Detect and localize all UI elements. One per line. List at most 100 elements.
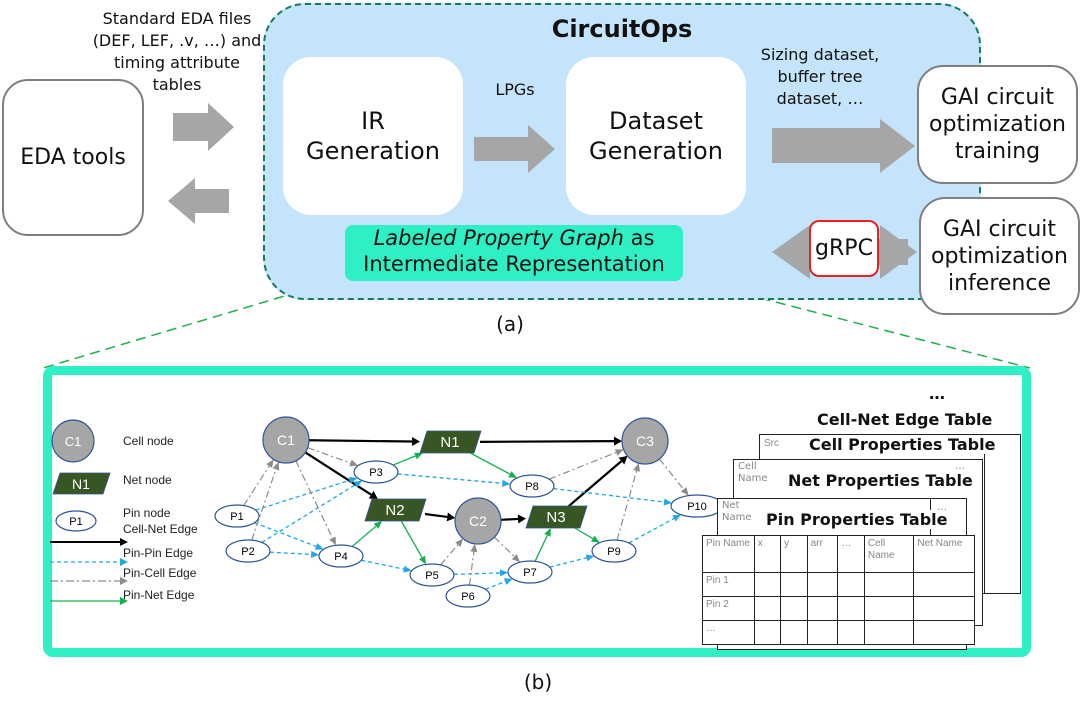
net-node-n2 (364, 498, 427, 522)
arrowhead-icon (414, 452, 423, 460)
gai-training-box: GAI circuit optimization training (917, 65, 1078, 184)
arrowhead-icon (266, 459, 274, 468)
legend-cell-node-label: Cell node (123, 434, 174, 448)
table-cell (753, 572, 782, 597)
cell-node-label: C1 (277, 432, 295, 448)
cell-node-c1 (262, 416, 310, 464)
edge-cell-net-c2-n3 (500, 517, 519, 521)
training-line: training (954, 139, 1041, 164)
legend-pin-node-label: Pin node (123, 506, 171, 520)
pin-node-p4 (318, 544, 364, 568)
lpg-text-line2: Intermediate Representation (363, 252, 665, 276)
cell-node-c2 (454, 497, 502, 545)
arrowhead-icon (373, 521, 383, 529)
arrowhead-icon (618, 455, 628, 465)
table-cell: Pin 1 (702, 572, 755, 597)
input-label-line: tables (152, 75, 202, 94)
table-cell (837, 596, 865, 621)
training-line: GAI circuit (940, 85, 1055, 110)
arrowhead-icon (672, 514, 682, 522)
pin-properties-table: Pin Name x y arr … Cell Name Net Name Pi… (702, 535, 975, 645)
output-label-line: Sizing dataset, (760, 45, 880, 64)
pin-node-p3 (353, 460, 399, 484)
table-cell (913, 620, 975, 645)
arrowhead-icon (499, 569, 509, 577)
table-header-cell: y (780, 535, 808, 573)
table-cell (913, 572, 975, 597)
table-cell (863, 620, 915, 645)
edge-pin-cell-c1-p3 (307, 447, 351, 464)
caption-b: (b) (523, 670, 553, 694)
arrowhead-icon (680, 487, 689, 496)
table-cell (837, 572, 865, 597)
pin-node-label: P4 (334, 551, 347, 563)
legend-cell-symbol: C1 (65, 434, 82, 449)
eda-arrows (168, 103, 234, 224)
edge-pin-pin-p5-p7 (453, 572, 501, 575)
table-cell (806, 596, 839, 621)
lpg-text: as (623, 226, 655, 250)
table-header-cell: Pin Name (702, 535, 755, 573)
eda-tools-box: EDA tools (2, 79, 144, 236)
training-line: optimization (929, 112, 1066, 137)
table-cell: Pin 2 (702, 596, 755, 621)
table-cell (863, 572, 915, 597)
edge-pin-pin-p7-p9 (549, 557, 587, 568)
legend-symbols: C1 N1 P1 (50, 419, 128, 605)
net-node-label: N2 (385, 502, 404, 519)
legend-net-node-label: Net node (123, 473, 172, 487)
table-cell (780, 596, 808, 621)
ir-label-line: Generation (306, 137, 440, 165)
input-label-line: Standard EDA files (102, 9, 252, 28)
pin-node-p5 (409, 563, 455, 587)
cell-node-label: C2 (469, 513, 487, 529)
cell-properties-table-title: Cell Properties Table (806, 435, 999, 454)
edge-cell-net-c1-n2 (304, 451, 372, 496)
table-divider (984, 434, 985, 594)
arrowhead-icon (502, 479, 511, 487)
arrowhead-icon (353, 480, 363, 488)
edge-pin-cell-p8-c3 (548, 451, 617, 480)
arrowhead-icon (633, 463, 640, 472)
table-cell (913, 596, 975, 621)
edge-cell-net-n1-c3 (479, 440, 615, 443)
net-node-n3 (525, 505, 588, 529)
circuitops-title: CircuitOps (551, 15, 693, 43)
gai-inference-box: GAI circuit optimization inference (919, 197, 1080, 315)
arrowhead-icon (613, 436, 623, 446)
table-row: Pin 1 (702, 572, 975, 597)
table-cell (837, 620, 865, 645)
table-cell (806, 620, 839, 645)
arrowhead-icon (120, 597, 128, 605)
pin-properties-table-title: Pin Properties Table (763, 510, 951, 529)
pin-node-p1 (214, 504, 260, 528)
table-cell (753, 596, 782, 621)
net-node-label: N1 (440, 434, 459, 451)
arrowhead-icon (120, 538, 128, 546)
arrowhead-icon (455, 538, 464, 547)
arrow-left-icon (772, 225, 810, 279)
edge-pin-net-p7-n3 (534, 534, 548, 562)
grpc-label: gRPC (815, 236, 873, 261)
cell-properties-table-col: Cell Name (738, 461, 768, 484)
lpgs-arrow (474, 125, 555, 173)
eda-tools-label: EDA tools (20, 145, 126, 170)
caption-a: (a) (496, 312, 524, 336)
arrowhead-icon (314, 543, 324, 550)
table-cell (780, 620, 808, 645)
arrowhead-icon (120, 577, 128, 585)
table-cell (753, 620, 782, 645)
arrowhead-icon (508, 471, 518, 478)
cell-node-label: C3 (636, 433, 654, 449)
inference-line: optimization (931, 243, 1068, 269)
table-header-cell: Cell Name (863, 535, 915, 573)
pin-node-label: P6 (461, 591, 474, 603)
cell-properties-table-col: … (955, 461, 965, 472)
net-node-label: N3 (546, 509, 565, 526)
table-cell (806, 572, 839, 597)
edge-pin-pin-p3-p8 (397, 473, 503, 484)
cell-net-edge-table-title: Cell-Net Edge Table (814, 410, 996, 429)
arrowhead-icon (411, 437, 420, 447)
